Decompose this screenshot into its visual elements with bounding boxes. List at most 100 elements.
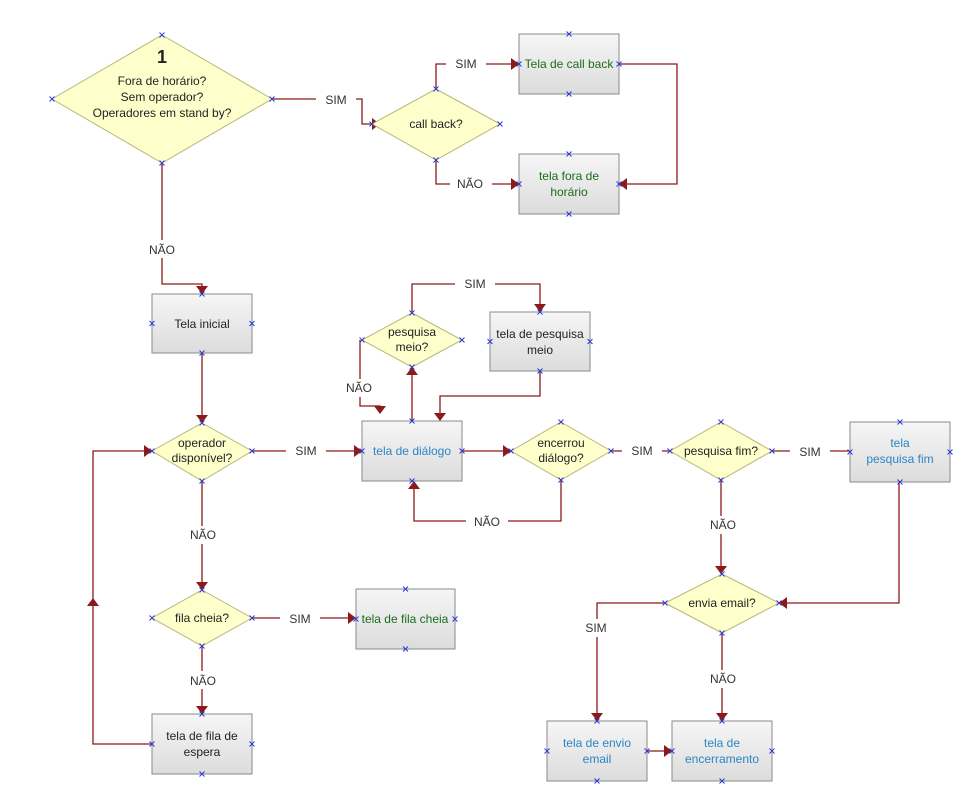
label-fila-sim: SIM (289, 612, 310, 626)
port-marker (402, 646, 409, 652)
label-callback-nao: NÃO (457, 177, 483, 191)
label-encerrou-nao: NÃO (474, 515, 500, 529)
port-marker (769, 748, 775, 754)
process-text-line: tela de fila de (166, 729, 238, 743)
port-marker (487, 338, 493, 345)
decision-pesquisa-fim[interactable]: pesquisa fim? (668, 421, 774, 481)
port-marker (566, 31, 572, 37)
port-marker (644, 748, 650, 754)
port-marker (558, 477, 564, 483)
decision-encerrou-dialogo[interactable]: encerrou diálogo? (510, 421, 612, 481)
arrowheads (87, 58, 787, 757)
port-marker (49, 96, 55, 102)
arrowhead (196, 286, 208, 294)
port-marker (199, 711, 205, 717)
label-pesquisa-fim-sim: SIM (799, 445, 820, 459)
port-marker (718, 419, 724, 425)
arrowhead (503, 445, 511, 457)
port-marker (947, 449, 953, 455)
process-text-line: tela de diálogo (373, 444, 451, 458)
process-tela-encerramento[interactable]: tela de encerramento (671, 720, 773, 782)
arrowhead (534, 304, 546, 312)
arrowhead (619, 178, 627, 190)
connectors (92, 63, 900, 752)
port-marker (544, 748, 550, 754)
port-marker (359, 448, 365, 454)
process-tela-de-dialogo[interactable]: tela de diálogo (361, 420, 463, 482)
edge-tela-callback-to-tela-fora[interactable] (619, 63, 678, 185)
label-encerrou-sim: SIM (631, 444, 652, 458)
arrowhead (406, 367, 418, 375)
decision-number: 1 (157, 47, 167, 67)
label-operador-nao: NÃO (190, 528, 216, 542)
process-tela-fora-de-horario[interactable]: tela fora de horário (518, 153, 620, 215)
process-tela-pesquisa-fim[interactable]: tela pesquisa fim (849, 421, 951, 483)
process-tela-envio-email[interactable]: tela de envio email (546, 720, 648, 782)
process-tela-call-back[interactable]: Tela de call back (518, 33, 620, 95)
port-marker (199, 420, 205, 426)
port-marker (594, 718, 600, 724)
edge-d1-to-tela-inicial[interactable] (161, 163, 203, 294)
port-marker (719, 778, 725, 784)
process-tela-fila-de-espera[interactable]: tela de fila de espera (151, 713, 253, 775)
process-text-line: pesquisa fim (866, 452, 933, 466)
decision-text-line: Fora de horário? (118, 74, 207, 88)
decision-text-line: disponível? (172, 451, 233, 465)
port-marker (719, 571, 725, 577)
port-marker (199, 478, 205, 484)
decision-fora-de-horario[interactable]: 1 Fora de horário? Sem operador? Operado… (51, 34, 273, 164)
port-marker (537, 309, 543, 315)
label-pesquisa-meio-nao: NÃO (346, 381, 372, 395)
port-marker (497, 121, 503, 127)
edge-tela-pesquisa-meio-to-tela-dialogo[interactable] (439, 371, 541, 421)
arrowhead (715, 566, 727, 574)
process-tela-inicial[interactable]: Tela inicial (151, 293, 253, 354)
decision-text-line: operador (178, 436, 226, 450)
edge-callback-to-tela-callback[interactable] (435, 63, 519, 89)
process-text-line: encerramento (685, 752, 759, 766)
port-marker (433, 86, 439, 92)
edge-envia-email-to-tela-envio-email[interactable] (596, 602, 665, 721)
port-marker (409, 418, 415, 424)
label-callback-sim: SIM (455, 57, 476, 71)
arrowhead (87, 598, 99, 606)
decision-text-line: Sem operador? (121, 90, 204, 104)
edge-tela-pesquisa-fim-to-envia-email[interactable] (779, 482, 900, 604)
edge-tela-fila-espera-to-operador[interactable] (92, 450, 152, 745)
process-text-line: Tela de call back (525, 57, 615, 71)
port-marker (353, 616, 359, 622)
port-marker (594, 778, 600, 784)
port-marker (537, 368, 543, 374)
decision-envia-email[interactable]: envia email? (663, 573, 781, 634)
label-pesquisa-fim-nao: NÃO (710, 518, 736, 532)
decision-text-line: pesquisa (388, 325, 436, 339)
decision-text-line: call back? (409, 117, 463, 131)
arrowhead (664, 745, 672, 757)
port-marker (269, 96, 275, 102)
process-tela-pesquisa-meio[interactable]: tela de pesquisa meio (489, 311, 591, 372)
decision-text-line: pesquisa fim? (684, 444, 758, 458)
label-envia-email-nao: NÃO (710, 672, 736, 686)
port-marker (249, 448, 255, 454)
port-marker (897, 419, 903, 425)
arrowhead (374, 406, 386, 414)
decision-operador-disponivel[interactable]: operador disponível? (151, 422, 253, 482)
arrowhead (144, 445, 152, 457)
arrowhead (716, 713, 728, 721)
decision-call-back[interactable]: call back? (370, 88, 502, 161)
edge-pesquisa-meio-to-tela-dialogo[interactable] (359, 340, 381, 412)
process-text-line: espera (184, 745, 221, 759)
port-marker (402, 586, 409, 592)
port-marker (776, 600, 782, 606)
connection-ports (49, 31, 953, 784)
decision-fila-cheia[interactable]: fila cheia? (150, 589, 254, 647)
port-marker (149, 448, 155, 454)
decision-text-line: encerrou (537, 436, 584, 450)
process-tela-fila-cheia[interactable]: tela de fila cheia (355, 588, 456, 650)
port-marker (199, 587, 205, 593)
decision-pesquisa-meio[interactable]: pesquisa meio? (360, 312, 464, 368)
label-fila-nao: NÃO (190, 674, 216, 688)
port-marker (566, 91, 572, 97)
port-marker (199, 350, 205, 356)
